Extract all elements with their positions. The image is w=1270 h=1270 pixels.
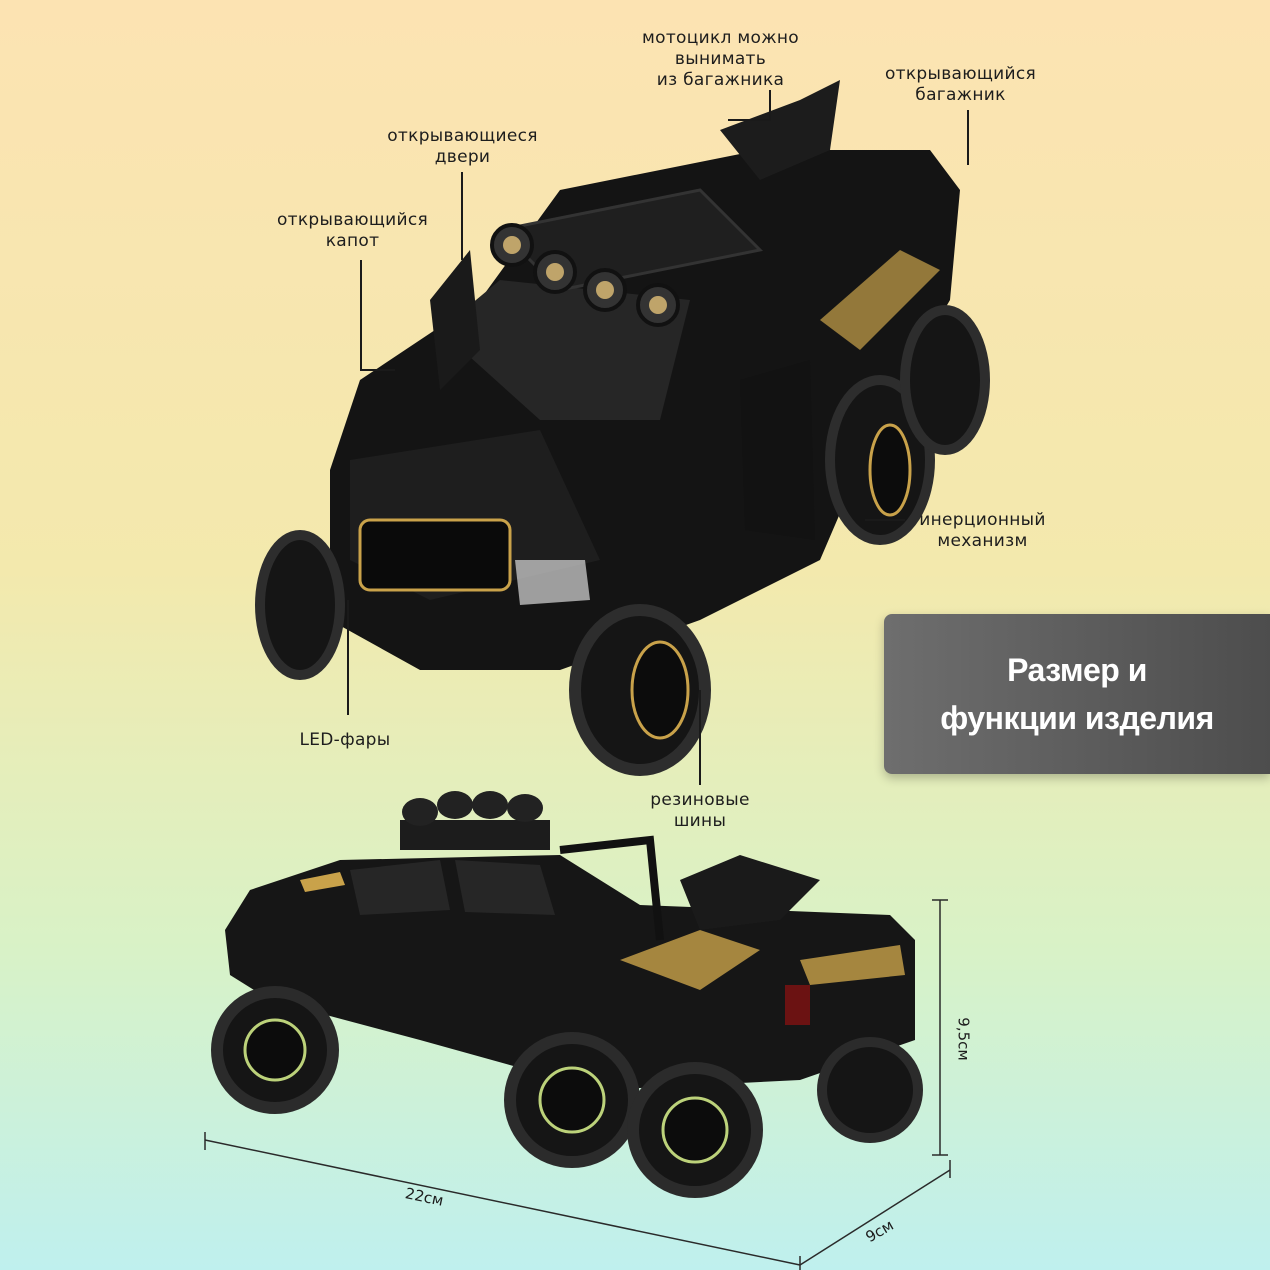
callout-motorcycle-removable: мотоцикл можно вынимать из багажника [642, 28, 799, 90]
title-text: Размер и функции изделия [940, 652, 1214, 736]
callout-rubber-tires: резиновые шины [650, 790, 750, 831]
dimension-lines [204, 899, 951, 1270]
callout-inertia-mechanism: инерционный механизм [919, 510, 1046, 551]
callout-opening-hood: открывающийся капот [276, 210, 429, 251]
callout-lines [347, 90, 969, 785]
dimension-height-label: 9,5см [954, 1017, 973, 1061]
bottom-truck-image [211, 791, 923, 1198]
title-panel: Размер и функции изделия [884, 614, 1270, 774]
callout-led-headlights: LED-фары [299, 730, 391, 750]
callout-opening-trunk: открывающийся багажник [884, 64, 1037, 105]
callout-opening-doors: открывающиеся двери [387, 126, 538, 167]
top-truck-image [255, 80, 990, 776]
